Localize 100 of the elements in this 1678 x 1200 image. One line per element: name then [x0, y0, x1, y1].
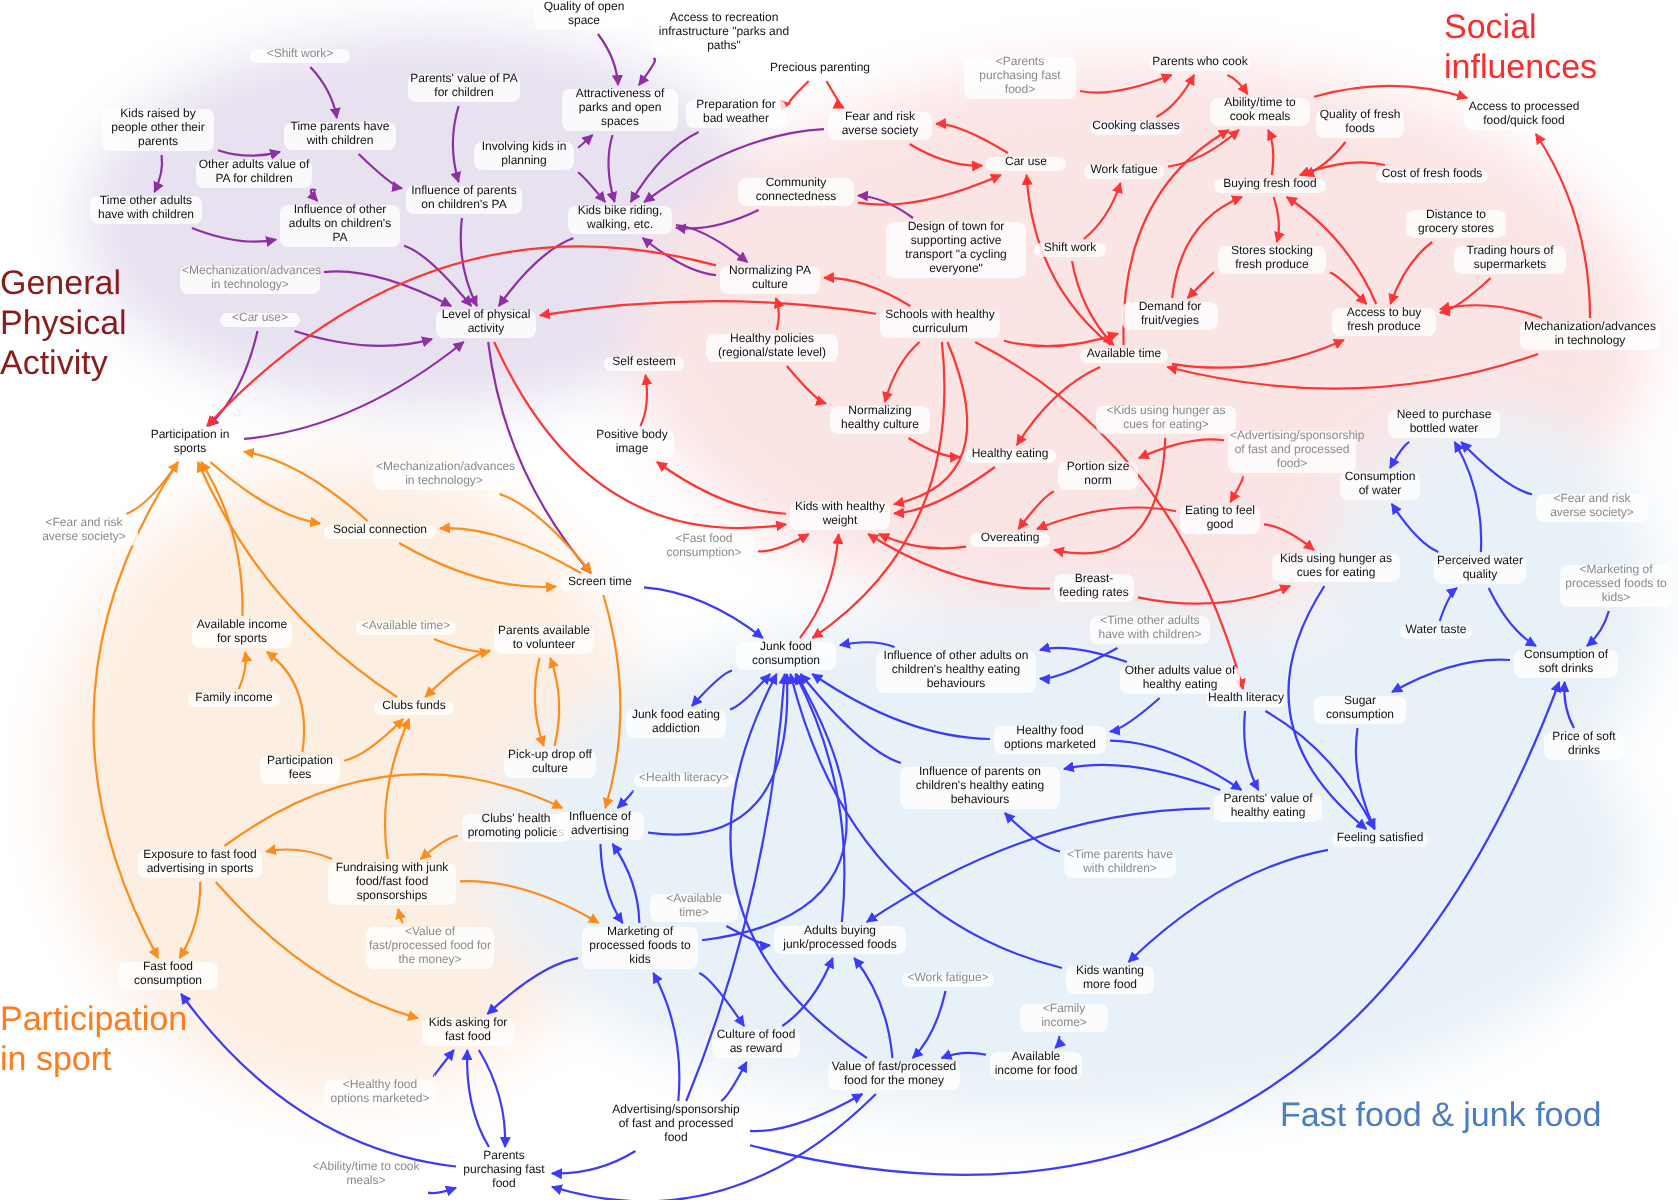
arrow — [395, 907, 406, 924]
arrow — [1226, 74, 1249, 95]
arrow — [1303, 141, 1347, 177]
arrow — [1079, 73, 1173, 94]
arrow — [911, 990, 947, 1059]
arrow — [781, 957, 834, 1027]
arrow — [1390, 503, 1439, 553]
arrow — [460, 880, 600, 924]
arrow — [1354, 727, 1376, 830]
arrow — [674, 209, 760, 234]
arrow — [758, 533, 810, 553]
arrow — [1229, 476, 1244, 503]
arrow — [1167, 129, 1240, 168]
arrow — [209, 461, 322, 528]
arrow — [892, 341, 969, 507]
arrow — [1036, 506, 1177, 531]
arrow — [200, 461, 244, 616]
arrow — [294, 329, 434, 347]
arrow — [1083, 181, 1123, 240]
arrow — [403, 244, 473, 307]
arrow — [675, 223, 749, 263]
arrow — [856, 190, 914, 219]
arrow — [1391, 658, 1511, 693]
arrow — [264, 844, 333, 861]
arrow — [398, 542, 558, 593]
arrow — [1438, 587, 1458, 622]
arrow — [153, 154, 164, 193]
arrow — [685, 672, 790, 1102]
arrow — [461, 1048, 490, 1148]
arrow — [265, 651, 306, 753]
arrow — [892, 466, 996, 518]
arrow — [1038, 642, 1128, 664]
section-heading: Fast food & junk food — [1280, 1096, 1604, 1136]
arrow — [196, 461, 398, 698]
arrow — [974, 341, 1246, 691]
arrow — [725, 925, 772, 951]
arrow — [1298, 161, 1386, 177]
arrow — [357, 153, 404, 191]
arrow — [638, 58, 657, 86]
arrow — [1054, 1035, 1066, 1049]
arrow — [811, 341, 946, 639]
arrow — [799, 532, 844, 639]
arrow — [217, 148, 282, 160]
arrow — [1285, 196, 1378, 305]
arrow — [1266, 129, 1278, 176]
arrow — [383, 718, 411, 860]
arrow — [1388, 241, 1433, 306]
arrow — [787, 672, 1063, 970]
arrow — [786, 365, 827, 405]
arrow — [1022, 173, 1112, 346]
arrow — [1171, 338, 1345, 369]
arrow — [1108, 697, 1161, 735]
arrow — [92, 461, 180, 959]
arrow — [178, 882, 202, 959]
arrow — [548, 656, 561, 747]
arrow — [656, 461, 787, 515]
arrow — [1558, 680, 1575, 729]
arrow — [1586, 610, 1610, 647]
arrow — [629, 131, 700, 203]
arrow — [323, 270, 453, 307]
arrow — [1155, 74, 1196, 118]
arrow — [1438, 277, 1492, 316]
arrow — [1137, 438, 1225, 460]
arrow — [427, 1185, 458, 1197]
arrow — [223, 773, 564, 847]
arrow — [243, 341, 465, 441]
arrow — [309, 66, 341, 120]
arrow — [597, 33, 623, 87]
arrow — [237, 650, 252, 690]
arrow — [865, 807, 1211, 923]
arrow — [639, 373, 653, 427]
arrow — [450, 105, 462, 184]
arrow — [493, 341, 788, 531]
arrow — [1329, 271, 1368, 305]
arrow — [533, 657, 546, 748]
arrow — [1438, 301, 1543, 320]
arrow — [867, 533, 1050, 590]
arrow — [773, 296, 785, 331]
arrow — [698, 972, 745, 1027]
arrow — [652, 972, 681, 1102]
arrow — [749, 1093, 864, 1133]
arrow — [214, 881, 420, 1021]
arrow — [419, 834, 459, 860]
arrow — [643, 586, 764, 639]
arrow — [191, 226, 278, 247]
arrow — [1015, 366, 1101, 446]
arrow — [822, 272, 911, 307]
arrow — [180, 993, 457, 1168]
arrow — [908, 437, 962, 463]
arrow — [729, 673, 868, 1059]
arrow — [602, 594, 622, 810]
arrow — [242, 448, 369, 522]
arrow — [1004, 812, 1061, 853]
arrow — [424, 649, 491, 698]
arrow — [643, 128, 825, 203]
arrow — [1052, 437, 1167, 557]
arrow — [811, 673, 991, 741]
arrow — [701, 673, 848, 942]
arrow — [343, 718, 404, 762]
arrow — [433, 637, 492, 659]
